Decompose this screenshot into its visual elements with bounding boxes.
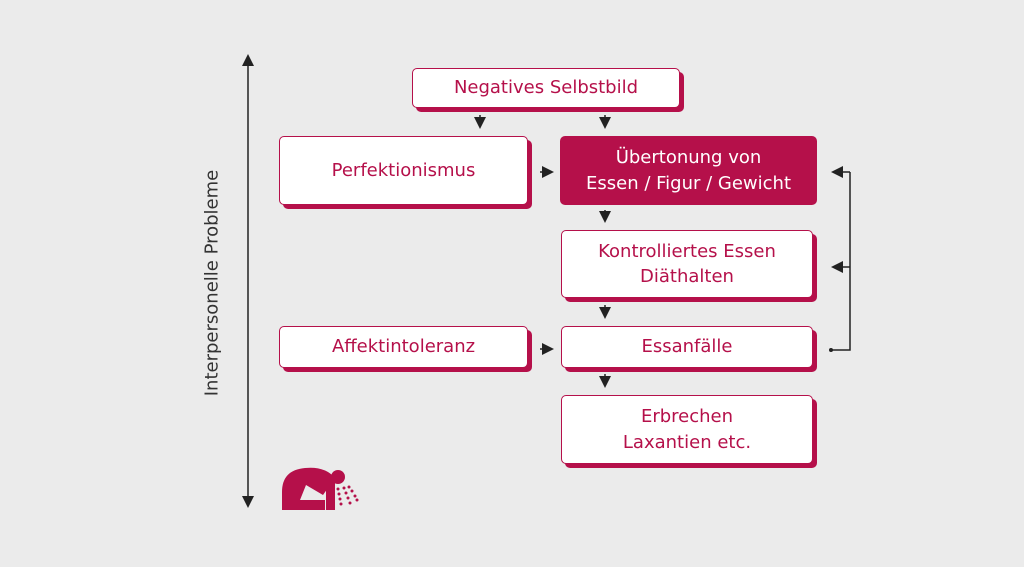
- box-affektintoleranz: Affektintoleranz: [279, 326, 528, 368]
- box-kontrolliertes-essen: Kontrolliertes Essen Diäthalten: [561, 230, 813, 298]
- box-essanfaelle: Essanfälle: [561, 326, 813, 368]
- axis-label: Interpersonelle Probleme: [201, 169, 223, 397]
- logo-icon: [282, 467, 359, 510]
- box-negatives-selbstbild: Negatives Selbstbild: [412, 68, 680, 108]
- box-erbrechen: Erbrechen Laxantien etc.: [561, 395, 813, 464]
- feedback-line: [832, 172, 851, 351]
- box-uebertonung: Übertonung von Essen / Figur / Gewicht: [560, 136, 817, 205]
- box-perfektionismus: Perfektionismus: [279, 136, 528, 205]
